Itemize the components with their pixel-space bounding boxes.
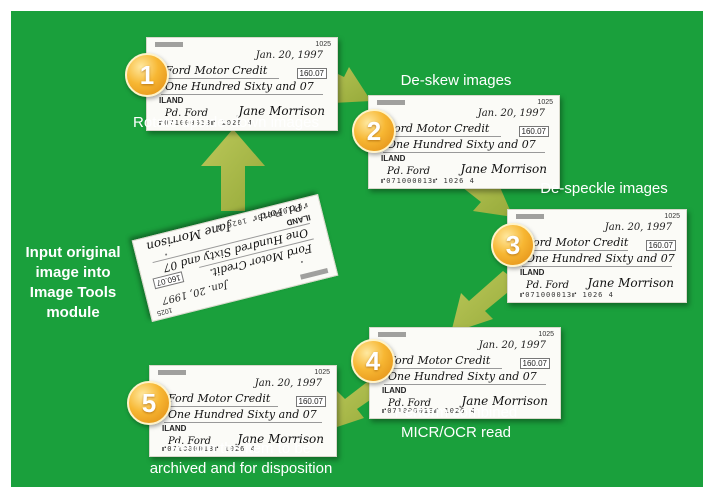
check-image-5: 1025 Jan. 20, 1997 Ford Motor Credit 160… (149, 365, 337, 457)
step-4-label-line1: Perform combined (394, 404, 518, 421)
input-label-line3: Image Tools (29, 284, 117, 301)
check-image-3: 1025 Jan. 20, 1997 Ford Motor Credit 160… (507, 209, 687, 303)
check-image-2: 1025 Jan. 20, 1997 Ford Motor Credit 160… (368, 95, 560, 189)
input-label-line1: Input original (25, 244, 121, 261)
step-badge-4: 4 (351, 339, 395, 383)
input-label-line4: module (46, 304, 100, 321)
step-5-label: Return the item to be archived and for d… (121, 439, 361, 479)
check-image-1: 1025 Jan. 20, 1997 Ford Motor Credit 160… (146, 37, 338, 131)
step-3-label: De-speckle images (540, 180, 668, 197)
arrow-4-to-5 (325, 379, 383, 431)
step-5-label-line2: archived and for disposition (149, 460, 333, 477)
step-5-label-line1: Return the item to be (170, 440, 312, 457)
arrow-input-to-1 (201, 129, 265, 211)
step-1-label: Rotate upside-down images (133, 114, 319, 131)
input-label-line2: image into (35, 264, 111, 281)
step-badge-3: 3 (491, 223, 535, 267)
step-4-label: Perform combined MICR/OCR read (366, 403, 546, 443)
step-2-label: De-skew images (400, 72, 512, 89)
diagram-canvas: 1025 Jan. 20, 1997 Ford Motor Credit 160… (11, 11, 703, 487)
step-4-label-line2: MICR/OCR read (400, 424, 512, 441)
step-badge-2: 2 (352, 109, 396, 153)
check-image-4: 1025 Jan. 20, 1997 Ford Motor Credit 160… (369, 327, 561, 419)
input-label: Input original image into Image Tools mo… (13, 243, 133, 323)
step-badge-5: 5 (127, 381, 171, 425)
step-badge-1: 1 (125, 53, 169, 97)
arrow-3-to-4 (451, 271, 519, 333)
